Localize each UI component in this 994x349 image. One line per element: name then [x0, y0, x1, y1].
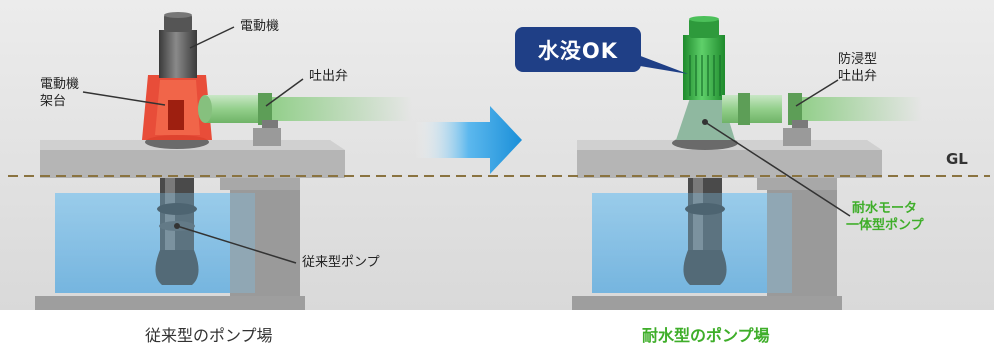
ground-level-label: GL	[946, 150, 968, 168]
label-motor-stand-line1: 電動機	[40, 77, 80, 92]
label-integrated-pump-line2: 一体型ポンプ	[846, 218, 924, 233]
label-motor-stand-line2: 架台	[40, 94, 67, 109]
label-conventional-pump: 従来型ポンプ	[302, 255, 380, 270]
right-pipe	[722, 95, 782, 123]
label-waterproof-valve-line1: 防浸型	[838, 52, 878, 67]
left-valve-support	[253, 128, 281, 146]
right-valve-support	[783, 128, 811, 146]
left-pipe	[205, 95, 265, 123]
right-station	[572, 16, 922, 310]
caption-conventional-station: 従来型のポンプ場	[145, 326, 273, 345]
left-motor	[159, 30, 197, 78]
label-motor: 電動機	[240, 19, 280, 34]
submersion-ok-badge: 水没OK	[515, 27, 641, 72]
right-motor	[683, 35, 725, 100]
label-waterproof-valve-line2: 吐出弁	[838, 69, 878, 84]
left-water	[55, 193, 255, 293]
label-integrated-pump-line1: 耐水モータ	[852, 201, 918, 216]
right-pump-casing	[676, 98, 735, 140]
caption-waterproof-station: 耐水型のポンプ場	[642, 326, 770, 345]
label-discharge-valve: 吐出弁	[309, 69, 349, 84]
right-arrow-icon	[415, 106, 522, 174]
left-station	[35, 12, 412, 310]
